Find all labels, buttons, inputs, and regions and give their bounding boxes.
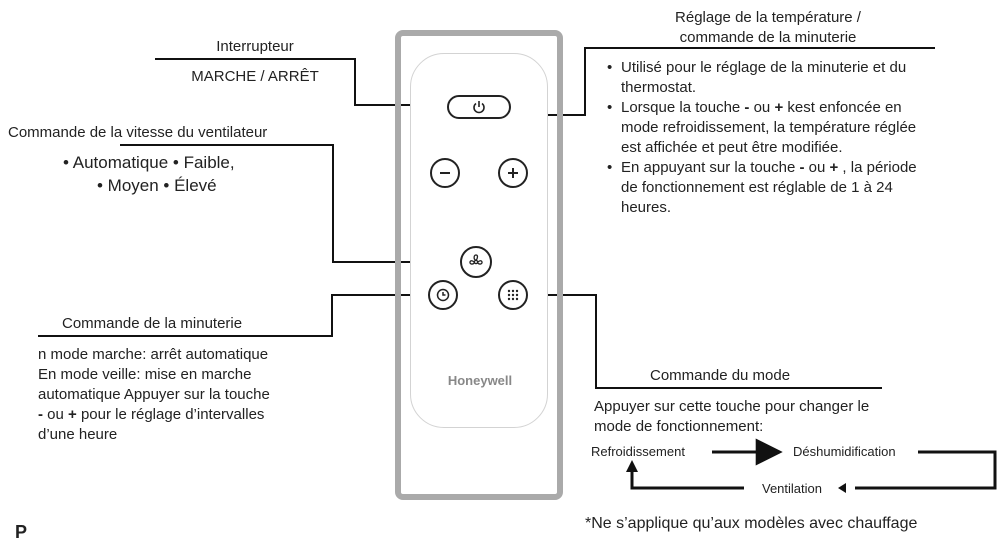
mode-callout-title: Commande du mode bbox=[650, 367, 791, 384]
cut-off-text: P bbox=[15, 522, 28, 542]
timer-callout-body: n mode marche: arrêt automatique En mode… bbox=[38, 346, 270, 443]
fan-icon bbox=[469, 254, 483, 265]
power-switch-subtitle: MARCHE / ARRÊT bbox=[191, 68, 319, 85]
flow-line-dehum-to-vent bbox=[855, 450, 997, 490]
power-switch-title: Interrupteur bbox=[216, 38, 294, 55]
brand-logo: Honeywell bbox=[447, 373, 513, 388]
flow-label-ventilation: Ventilation bbox=[762, 481, 822, 496]
clock-icon bbox=[436, 288, 450, 302]
mode-button[interactable] bbox=[498, 280, 528, 310]
temp-bullet-3: En appuyant sur la touche - ou + , la pé… bbox=[607, 158, 917, 218]
flow-arrowhead-vent bbox=[838, 483, 846, 493]
fan-speed-options-line1: • Automatique • Faible, bbox=[63, 153, 235, 172]
temp-callout-title-line1: Réglage de la température / bbox=[675, 9, 861, 26]
flow-line-vent-to-cool bbox=[630, 470, 744, 490]
timer-button[interactable] bbox=[428, 280, 458, 310]
temp-callout-title-line2: commande de la minuterie bbox=[679, 29, 857, 46]
power-leader-line bbox=[155, 58, 447, 106]
timer-leader-line bbox=[38, 294, 428, 337]
grid-dots-icon bbox=[507, 289, 519, 301]
remote-control-body bbox=[395, 30, 563, 500]
temp-plus-button[interactable] bbox=[498, 158, 528, 188]
temp-bullet-1: Utilisé pour le réglage de la minuterie … bbox=[607, 58, 917, 98]
temp-callout-bullets: Utilisé pour le réglage de la minuterie … bbox=[607, 58, 917, 218]
temp-bullet-2: Lorsque la touche - ou + kest enfoncée e… bbox=[607, 98, 917, 158]
fan-speed-options-line2: • Moyen • Élevé bbox=[97, 176, 217, 195]
heating-footnote: *Ne s’applique qu’aux modèles avec chauf… bbox=[585, 515, 918, 532]
temp-minus-button[interactable] bbox=[430, 158, 460, 188]
timer-callout-title: Commande de la minuterie bbox=[62, 315, 243, 332]
plus-icon bbox=[508, 168, 518, 178]
flow-label-cooling: Refroidissement bbox=[591, 444, 685, 459]
fan-speed-title: Commande de la vitesse du ventilateur bbox=[8, 124, 268, 141]
minus-icon bbox=[440, 172, 450, 174]
power-button[interactable] bbox=[447, 95, 511, 119]
fan-speed-button[interactable] bbox=[460, 246, 492, 278]
flow-arrowhead-cool bbox=[626, 460, 638, 472]
flow-label-dehumidification: Déshumidification bbox=[793, 444, 896, 459]
mode-callout-body: Appuyer sur cette touche pour changer le… bbox=[594, 398, 870, 435]
power-icon bbox=[473, 101, 485, 114]
